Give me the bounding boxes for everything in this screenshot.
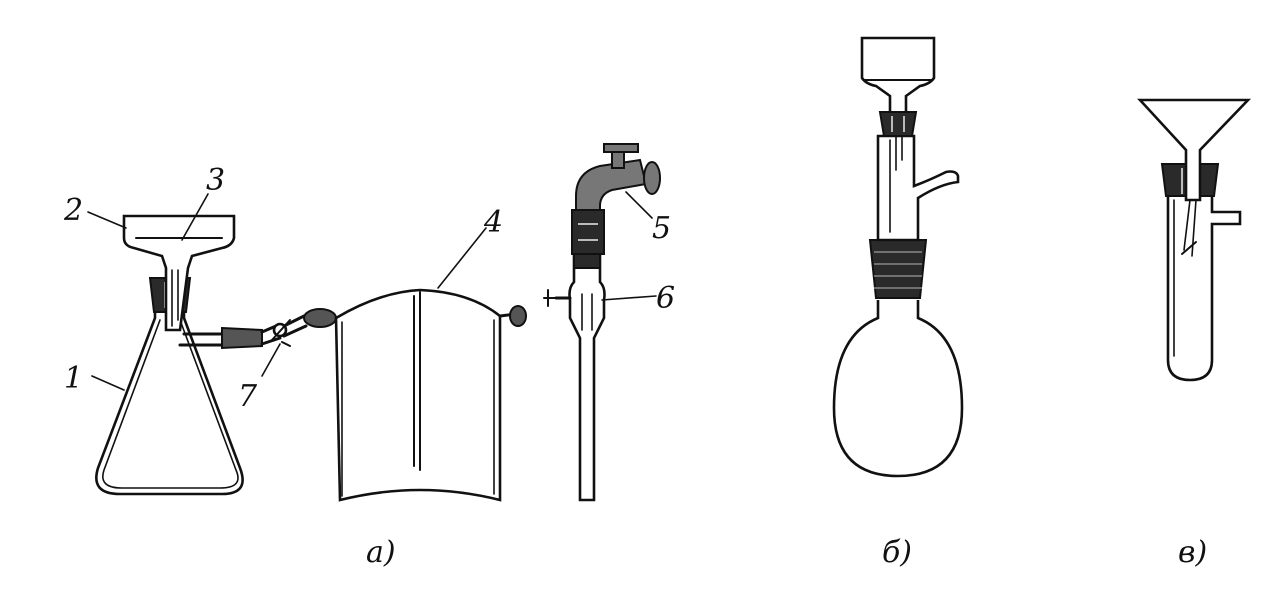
water-jet-pump <box>543 246 606 502</box>
leader-1 <box>91 375 125 391</box>
setup-b: б) <box>832 36 964 570</box>
setup-v: в) <box>1137 98 1252 570</box>
water-tap <box>571 143 661 255</box>
caption-a: а) <box>366 535 396 570</box>
leader-7 <box>261 343 281 377</box>
caption-v: в) <box>1178 535 1207 570</box>
label-5: 5 <box>652 211 671 246</box>
label-6: 6 <box>656 281 675 316</box>
leader-4 <box>437 227 487 289</box>
leader-3 <box>181 193 209 241</box>
buchner-funnel <box>122 214 236 332</box>
label-7: 7 <box>238 379 258 414</box>
leader-6 <box>601 295 657 301</box>
label-3: 3 <box>206 163 225 198</box>
caption-b: б) <box>882 535 912 570</box>
safety-bottle <box>334 288 527 502</box>
label-4: 4 <box>483 205 503 240</box>
label-1: 1 <box>64 361 83 396</box>
rubber-tubing <box>221 308 337 350</box>
leader-2 <box>87 211 127 229</box>
leader-5 <box>625 191 653 219</box>
label-2: 2 <box>63 193 83 228</box>
setup-a: 1 2 3 4 5 6 7 а) <box>63 143 675 570</box>
